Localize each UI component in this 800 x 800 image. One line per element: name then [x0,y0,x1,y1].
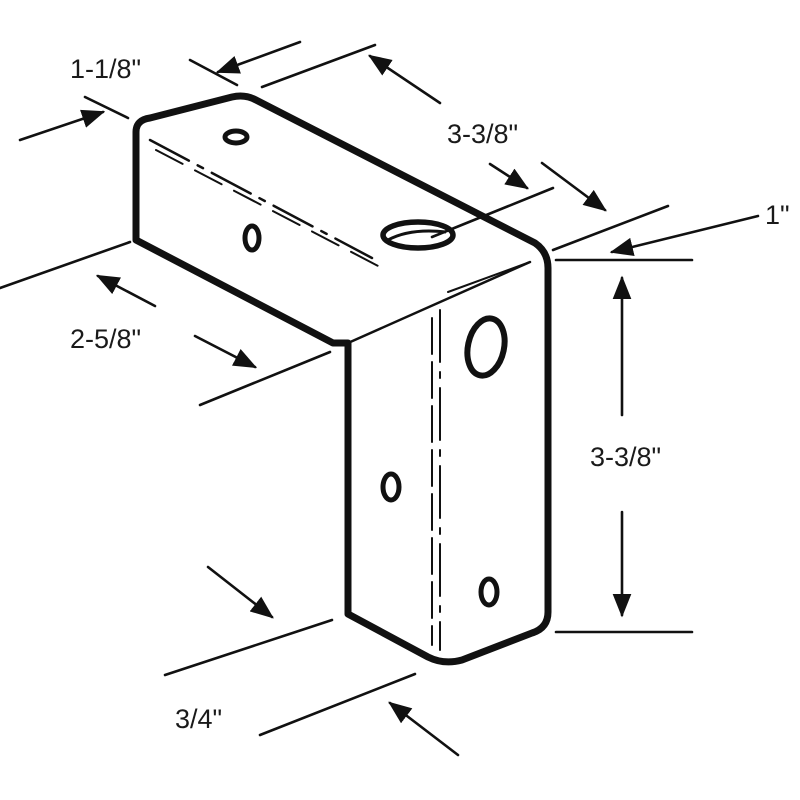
label-top-depth: 2-5/8" [70,324,141,354]
top-bend-line-b [155,149,383,269]
ext-flange-right [188,58,239,87]
arrow-top-length-start [368,54,442,105]
dimension-arrows [18,40,760,757]
arrow-flange-right [215,40,302,74]
arrow-width-lower [388,701,460,757]
arrow-thickness [609,214,760,257]
arrow-flange-left [18,109,106,142]
ext-top-length-start [260,43,377,89]
leg-fold-edge [346,260,532,345]
label-leg-height: 3-3/8" [590,442,661,472]
arrow-depth-lower [193,334,258,369]
hole-side-small [242,223,262,253]
ext-flange-left [83,95,130,120]
arrow-top-length-mid [488,162,529,190]
hole-leg-bottom [478,576,500,608]
hole-top-small [222,128,250,146]
bracket-outline [132,92,552,666]
label-thickness: 1" [765,200,790,230]
bracket-holes [222,128,508,608]
hole-leg-middle [380,471,402,503]
label-top-length: 3-3/8" [447,119,518,149]
hole-top-large [380,219,456,251]
ext-thickness-top [551,204,670,252]
hole-leg-large [464,315,508,379]
top-front-edge [447,261,531,293]
ext-depth-right [198,350,332,407]
ext-top-length-end [430,186,555,239]
ext-width-right [258,672,417,737]
label-leg-width: 3/4" [175,704,222,734]
extension-lines [0,43,694,737]
dimension-labels: 1-1/8" 3-3/8" 1" 2-5/8" 3-3/8" 3/4" [70,54,790,734]
arrow-width-upper [206,565,274,619]
ext-depth-left [0,240,132,290]
ext-width-left [163,618,334,677]
label-flange-width: 1-1/8" [70,54,141,84]
hole-top-large-inner [387,229,447,242]
bracket-part [132,92,552,666]
top-bend-line-a [148,138,374,260]
arrow-depth-upper [95,274,157,308]
arrow-top-length-end [540,161,607,212]
